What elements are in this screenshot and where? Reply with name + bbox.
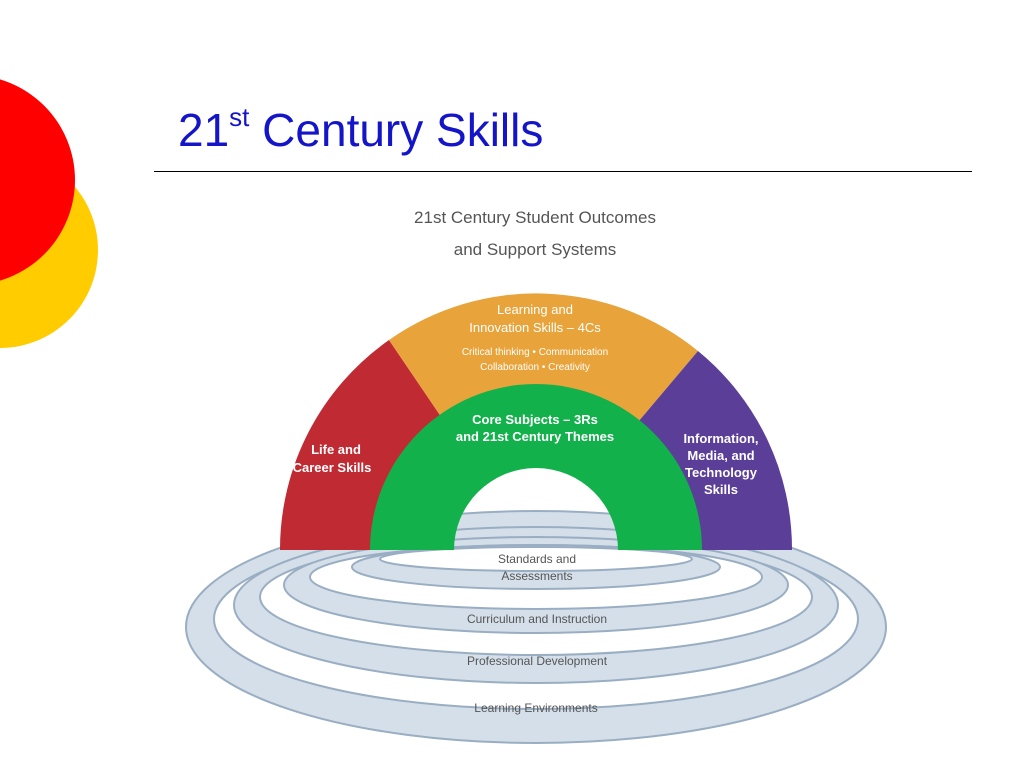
core-label-line2: and 21st Century Themes <box>456 429 614 444</box>
support-rings <box>185 510 887 744</box>
life-label-line1: Life and <box>311 442 361 457</box>
professional-label: Professional Development <box>467 654 608 668</box>
standards-label-line2: Assessments <box>501 569 572 583</box>
diagram-heading-line2: and Support Systems <box>454 240 617 259</box>
title-rest: Century Skills <box>249 104 544 156</box>
learning-label-line3: Critical thinking • Communication <box>462 347 608 358</box>
title-divider <box>154 171 972 172</box>
curriculum-label: Curriculum and Instruction <box>467 612 607 626</box>
info-label-line3: Technology <box>685 465 758 480</box>
life-label-line2: Career Skills <box>293 460 372 475</box>
decorative-circles <box>0 79 98 348</box>
learning-label-line1: Learning and <box>497 302 573 317</box>
info-label-line4: Skills <box>704 482 738 497</box>
skills-rainbow-diagram: 21st Century Student Outcomes and Suppor… <box>180 195 900 755</box>
core-label-line1: Core Subjects – 3Rs <box>472 412 598 427</box>
learning-label-line4: Collaboration • Creativity <box>480 362 590 373</box>
ring-center <box>379 546 693 572</box>
slide-title: 21st Century Skills <box>178 102 543 158</box>
learning-label-line2: Innovation Skills – 4Cs <box>469 320 601 335</box>
title-superscript: st <box>229 102 250 132</box>
diagram-heading-line1: 21st Century Student Outcomes <box>414 208 656 227</box>
info-label-line2: Media, and <box>687 448 754 463</box>
environments-label: Learning Environments <box>474 701 597 715</box>
segment-core-subjects <box>370 384 702 550</box>
title-main: 21 <box>178 104 230 156</box>
standards-label-line1: Standards and <box>498 552 576 566</box>
red-circle <box>0 79 75 281</box>
info-label-line1: Information, <box>683 431 758 446</box>
